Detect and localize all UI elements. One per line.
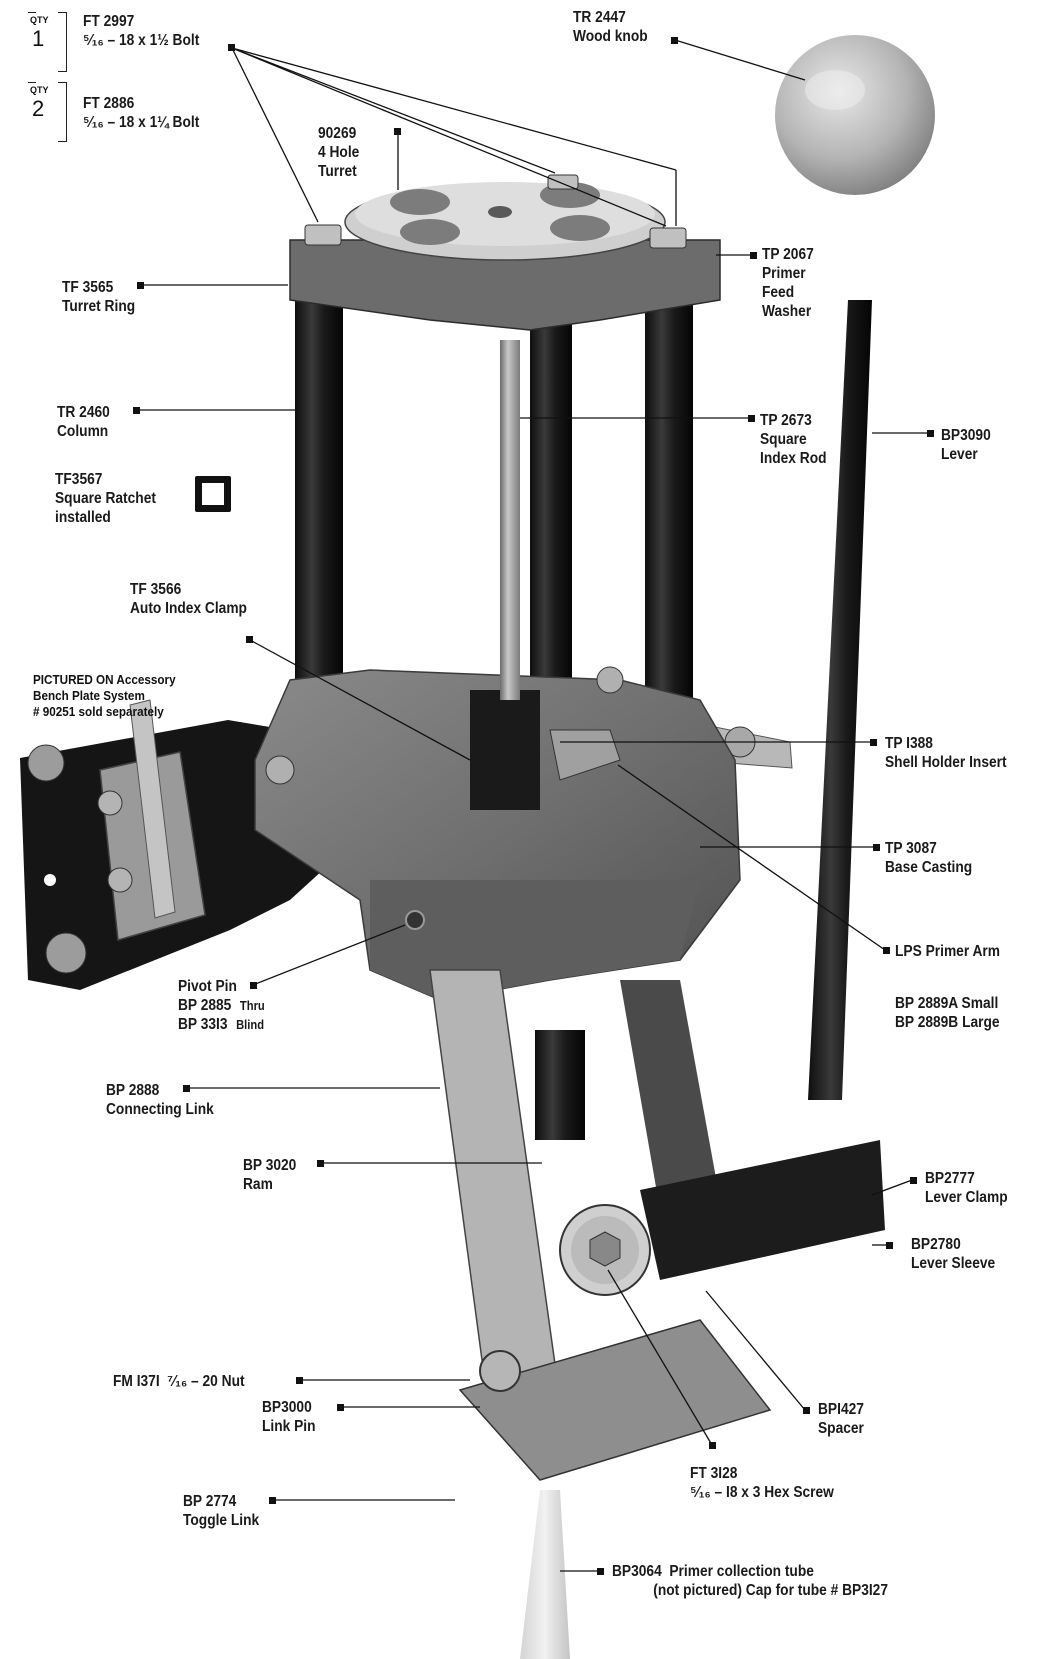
lever-rod — [775, 35, 935, 1100]
primer-tube-name: Primer collection tube — [669, 1563, 814, 1580]
label-primer-arm-sizes: BP 2889A Small BP 2889B Large — [895, 994, 1000, 1032]
nut-part: FM I37I — [113, 1373, 160, 1390]
turret-assembly — [289, 174, 721, 331]
qty-label: QTY — [30, 85, 49, 95]
primer-arm-small: Small — [961, 995, 999, 1012]
qty-box-1: QTY 1 — [28, 12, 68, 72]
pivot-blind: Blind — [236, 1017, 265, 1032]
qty-label: QTY — [30, 15, 49, 25]
primer-tube-part: BP3064 — [612, 1563, 662, 1580]
primer-arm-small-part: BP 2889A — [895, 995, 958, 1012]
linkage — [429, 969, 885, 1659]
qty-box-2: QTY 2 — [28, 82, 68, 142]
pivot-thru: Thru — [239, 998, 265, 1013]
square-ratchet-icon — [195, 476, 231, 512]
nut-desc: ⁷⁄₁₆ – 20 Nut — [167, 1373, 245, 1390]
qty-bracket — [58, 12, 67, 72]
leader-lines — [136, 39, 930, 1572]
primer-arm-large: Large — [962, 1014, 1000, 1031]
primer-tube-note: (not pictured) Cap for tube # BP3I27 — [653, 1582, 888, 1599]
pictured-line-2: Bench Plate System — [33, 688, 145, 703]
qty-tick — [28, 82, 36, 83]
qty-value: 1 — [32, 26, 45, 51]
pictured-line-1: PICTURED ON Accessory — [33, 672, 176, 687]
label-nut: FM I37I ⁷⁄₁₆ – 20 Nut — [113, 1372, 245, 1391]
leader-markers — [133, 37, 934, 1575]
pivot-blind-part: BP 33I3 — [178, 1016, 228, 1033]
label-primer-arm: LPS Primer Arm — [895, 943, 1001, 960]
pivot-thru-part: BP 2885 — [178, 997, 232, 1014]
pictured-line-3: # 90251 sold separately — [33, 704, 164, 719]
qty-tick — [28, 12, 36, 13]
qty-value: 2 — [32, 96, 45, 121]
primer-arm-large-part: BP 2889B — [895, 1014, 959, 1031]
qty-bracket — [58, 82, 67, 142]
label-primer-tube: BP3064 Primer collection tube (not pictu… — [612, 1562, 888, 1600]
pictured-on-note: PICTURED ON Accessory Bench Plate System… — [33, 672, 176, 720]
